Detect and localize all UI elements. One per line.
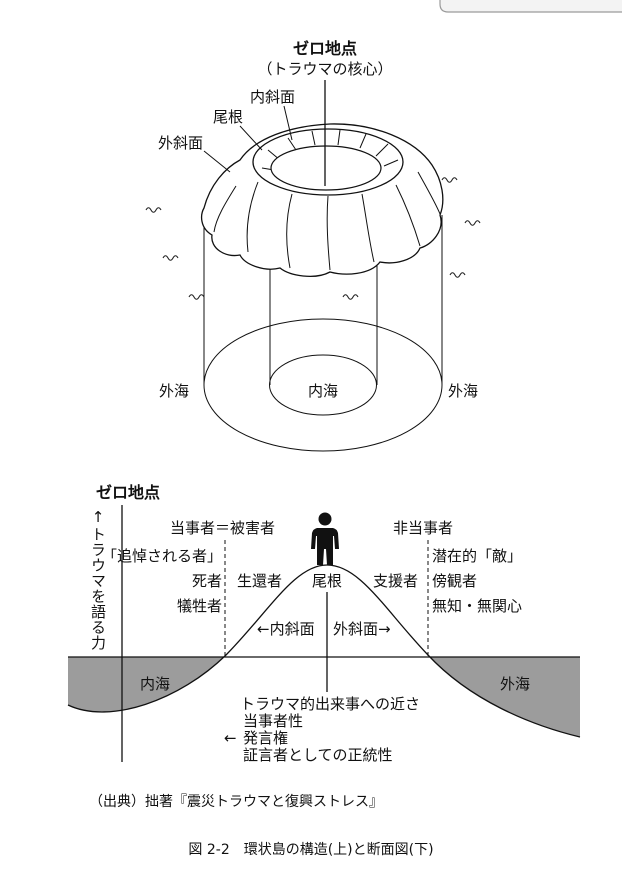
bottom-outer-slope-label: 外斜面→ xyxy=(333,620,391,638)
top-zero-point-note: （トラウマの核心） xyxy=(257,60,392,78)
bottom-ridge-label: 尾根 xyxy=(312,572,342,590)
outer-slope-fold xyxy=(246,181,259,253)
crater xyxy=(270,145,382,191)
top-outer-sea-right-label: 外海 xyxy=(448,382,478,400)
left-column-item: 死者 xyxy=(192,572,222,590)
source-note: （出典）拙著『震災トラウマと復興ストレス』 xyxy=(89,793,383,810)
top-inner-slope-label: 内斜面 xyxy=(250,88,295,106)
factor-item: 発言権 xyxy=(243,729,288,747)
top-outer-sea-left-label: 外海 xyxy=(159,382,189,400)
island-diagram: ゼロ地点 （トラウマの核心） 内斜面 尾根 外斜面 内海 外海 外海 xyxy=(145,39,481,452)
factor-item: 当事者性 xyxy=(243,712,303,730)
top-zero-point-label: ゼロ地点 xyxy=(293,39,357,58)
outer-slope-fold xyxy=(395,184,421,247)
bottom-zero-point-label: ゼロ地点 xyxy=(96,483,160,502)
top-outer-slope-label: 外斜面 xyxy=(158,134,203,152)
vertical-axis-label: ↑トラウマを語る力 xyxy=(89,508,107,651)
outer-slope-fold xyxy=(326,195,331,271)
person-icon xyxy=(311,512,339,565)
land-mask xyxy=(68,565,580,800)
outer-slope-fold xyxy=(286,193,293,269)
top-ridge-label: 尾根 xyxy=(213,108,243,126)
outer-slope-fold xyxy=(417,171,441,215)
right-heading: 非当事者 xyxy=(393,519,453,537)
outer-sea-ellipse xyxy=(203,318,443,452)
wave-mark xyxy=(441,177,458,183)
right-column-item: 傍観者 xyxy=(432,572,477,590)
wave-mark xyxy=(145,207,162,213)
bottom-inner-slope-label: ←内斜面 xyxy=(257,620,315,638)
right-column-item: 無知・無関心 xyxy=(432,597,522,615)
wave-mark xyxy=(464,220,481,226)
left-column-item: 犠牲者 xyxy=(177,597,222,615)
wave-mark xyxy=(342,294,359,300)
left-heading: 当事者＝被害者 xyxy=(170,519,275,537)
survivors-label: 生還者 xyxy=(237,572,282,590)
figure-caption: 図 2-2 環状島の構造(上)と断面図(下) xyxy=(188,842,433,858)
ridge-leader xyxy=(239,125,263,151)
bottom-inner-sea-label: 内海 xyxy=(140,675,170,693)
supporters-label: 支援者 xyxy=(373,572,418,590)
outer-slope-fold xyxy=(361,193,375,263)
factor-arrow: ← xyxy=(224,729,237,747)
top-inner-sea-label: 内海 xyxy=(308,382,338,400)
wave-mark xyxy=(162,255,179,261)
inner-slope-hatching xyxy=(261,129,399,171)
wave-mark xyxy=(188,294,205,300)
outer-slope-leader xyxy=(203,150,231,173)
cross-section-diagram: ゼロ地点 当事者＝被害者 非当事者 「追悼される者」 死者 犠牲者 生還者 尾根… xyxy=(67,483,581,800)
left-column-item: 「追悼される者」 xyxy=(102,547,222,565)
factor-item: 証言者としての正統性 xyxy=(243,746,393,764)
proximity-label: トラウマ的出来事への近さ xyxy=(240,695,420,713)
inner-sea-ellipse xyxy=(269,354,377,416)
right-column-item: 潜在的「敵」 xyxy=(432,547,522,565)
wave-mark xyxy=(449,272,466,278)
bottom-outer-sea-label: 外海 xyxy=(500,675,530,693)
inner-slope-leader xyxy=(283,105,293,141)
outer-slope-fold xyxy=(213,185,237,233)
overlay-panel-edge xyxy=(439,0,622,13)
